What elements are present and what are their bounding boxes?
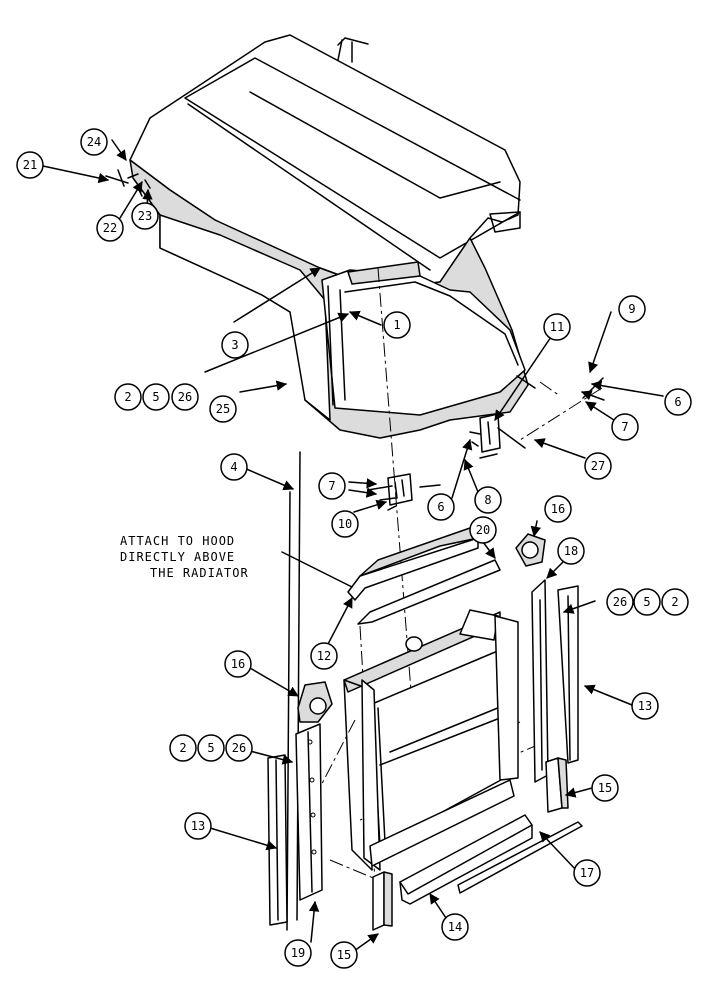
callout-6-right: 6 [664, 388, 692, 416]
leader-lines [42, 139, 664, 952]
side-panel [286, 451, 301, 931]
svg-text:14: 14 [448, 920, 462, 934]
svg-text:23: 23 [138, 209, 152, 223]
svg-text:2: 2 [124, 390, 131, 404]
top-brackets [347, 527, 501, 625]
note-line-1: ATTACH TO HOOD [120, 534, 235, 548]
callout-2: 2 [114, 383, 142, 411]
hood [105, 34, 529, 439]
callout-1: 1 [383, 311, 411, 339]
callout-7-right: 7 [611, 413, 639, 441]
side-channels [295, 579, 549, 901]
svg-text:2: 2 [671, 595, 678, 609]
callout-19: 19 [284, 939, 312, 967]
callout-14: 14 [441, 913, 469, 941]
callout-26-left: 26 [225, 734, 253, 762]
callout-bubbles: 1 2 5 26 3 25 4 7 10 6 8 11 9 6 7 27 24 … [16, 128, 692, 969]
callout-5-right: 5 [633, 588, 661, 616]
callout-6-left: 6 [427, 493, 455, 521]
callout-9: 9 [618, 295, 646, 323]
svg-text:7: 7 [621, 420, 628, 434]
callout-2-left: 2 [169, 734, 197, 762]
callout-23: 23 [131, 202, 159, 230]
callout-11: 11 [543, 313, 571, 341]
callout-24: 24 [80, 128, 108, 156]
callout-15-left: 15 [330, 941, 358, 969]
callout-5: 5 [142, 383, 170, 411]
svg-text:2: 2 [179, 741, 186, 755]
svg-text:16: 16 [231, 657, 245, 671]
radiator-note: ATTACH TO HOOD DIRECTLY ABOVE THE RADIAT… [120, 534, 249, 580]
callout-17: 17 [573, 859, 601, 887]
callout-4: 4 [220, 453, 248, 481]
callout-25: 25 [209, 395, 237, 423]
svg-text:19: 19 [291, 946, 305, 960]
svg-text:26: 26 [613, 595, 627, 609]
svg-text:13: 13 [191, 819, 205, 833]
svg-text:4: 4 [230, 460, 237, 474]
svg-text:5: 5 [152, 390, 159, 404]
svg-text:17: 17 [580, 866, 594, 880]
svg-text:5: 5 [207, 741, 214, 755]
foam-mounts [297, 533, 546, 723]
note-line-2: DIRECTLY ABOVE [120, 550, 235, 564]
callout-16-right: 16 [544, 495, 572, 523]
svg-text:15: 15 [337, 948, 351, 962]
side-strips [267, 585, 579, 926]
callout-26-right: 26 [606, 588, 634, 616]
svg-text:25: 25 [216, 402, 230, 416]
note-line-3: THE RADIATOR [150, 566, 249, 580]
bottom-parts [372, 757, 583, 931]
radiator [343, 609, 519, 871]
callout-8: 8 [474, 486, 502, 514]
callout-20: 20 [469, 516, 497, 544]
svg-text:15: 15 [598, 781, 612, 795]
callout-27: 27 [584, 452, 612, 480]
callout-22: 22 [96, 214, 124, 242]
callout-5-left: 5 [197, 734, 225, 762]
svg-text:21: 21 [23, 158, 37, 172]
callout-13-right: 13 [631, 692, 659, 720]
svg-text:27: 27 [591, 459, 605, 473]
svg-text:12: 12 [317, 649, 331, 663]
svg-text:6: 6 [437, 500, 444, 514]
callout-18: 18 [557, 537, 585, 565]
svg-text:16: 16 [551, 502, 565, 516]
svg-text:8: 8 [484, 493, 491, 507]
svg-text:26: 26 [178, 390, 192, 404]
svg-text:9: 9 [628, 302, 635, 316]
svg-text:22: 22 [103, 221, 117, 235]
callout-26: 26 [171, 383, 199, 411]
callout-16-left: 16 [224, 650, 252, 678]
svg-text:10: 10 [338, 517, 352, 531]
svg-text:26: 26 [232, 741, 246, 755]
svg-text:6: 6 [674, 395, 681, 409]
callout-15-right: 15 [591, 774, 619, 802]
svg-text:1: 1 [393, 318, 400, 332]
svg-text:7: 7 [328, 479, 335, 493]
callout-12: 12 [310, 642, 338, 670]
callout-2-right: 2 [661, 588, 689, 616]
svg-text:24: 24 [87, 135, 101, 149]
svg-text:20: 20 [476, 523, 490, 537]
callout-21: 21 [16, 151, 44, 179]
svg-text:3: 3 [231, 338, 238, 352]
svg-text:13: 13 [638, 699, 652, 713]
callout-13-left: 13 [184, 812, 212, 840]
callout-10: 10 [331, 510, 359, 538]
callout-3: 3 [221, 331, 249, 359]
svg-text:18: 18 [564, 544, 578, 558]
svg-text:5: 5 [643, 595, 650, 609]
svg-text:11: 11 [550, 320, 564, 334]
callout-7-upper: 7 [318, 472, 346, 500]
